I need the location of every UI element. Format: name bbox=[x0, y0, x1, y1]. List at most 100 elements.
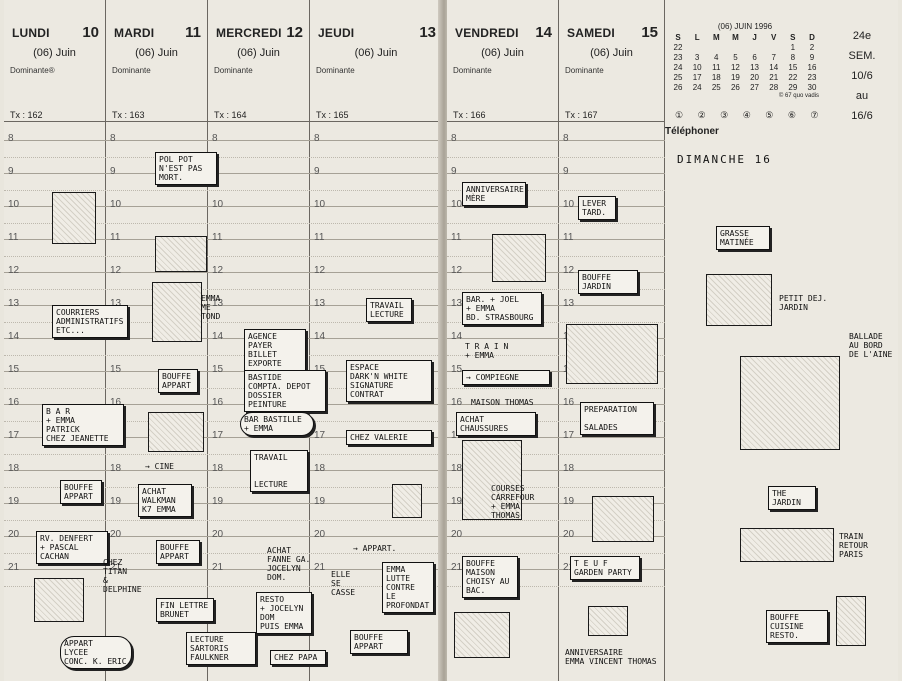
half-hour-line bbox=[447, 255, 665, 257]
hour-line bbox=[4, 371, 442, 372]
mini-calendar-cell: 13 bbox=[750, 63, 760, 72]
hour-line bbox=[4, 239, 442, 240]
hour-number: 11 bbox=[212, 232, 223, 243]
hour-number: 8 bbox=[8, 133, 14, 144]
note-denfert: RV. DENFERT + PASCAL CACHAN bbox=[36, 531, 108, 564]
hour-line bbox=[4, 569, 442, 570]
hour-number: 20 bbox=[563, 529, 575, 540]
mini-calendar-cell: 10 bbox=[692, 63, 702, 72]
week-au: au bbox=[855, 90, 869, 102]
week-to: 16/6 bbox=[851, 110, 873, 122]
mini-calendar-cell: 4 bbox=[714, 53, 719, 62]
hour-line bbox=[447, 206, 665, 207]
note-bouffe-appart-1: BOUFFE APPART bbox=[158, 369, 198, 393]
mini-calendar-cell: D bbox=[809, 33, 815, 42]
hour-number: 13 bbox=[314, 298, 326, 309]
half-hour-line bbox=[4, 552, 442, 554]
hour-number: 15 bbox=[8, 364, 20, 375]
hour-number: 19 bbox=[110, 496, 122, 507]
day-number: 15 bbox=[641, 24, 658, 41]
note-anniversaire-mere: ANNIVERSAIRE MÈRE bbox=[462, 182, 526, 206]
note-emma-lutte: EMMA LUTTE CONTRE LE PROFONDAT bbox=[382, 562, 434, 613]
hour-number: 16 bbox=[110, 397, 122, 408]
day-name: MERCREDI bbox=[216, 26, 282, 40]
hour-number: 20 bbox=[212, 529, 224, 540]
hour-number: 10 bbox=[110, 199, 122, 210]
hour-number: 19 bbox=[8, 496, 20, 507]
right-page: VENDREDI 14 (06) Juin Dominante Tx : 166… bbox=[446, 0, 898, 681]
dominante-label: Dominante bbox=[112, 66, 151, 75]
sketch-computer bbox=[148, 412, 204, 452]
week-number: 24e bbox=[852, 30, 872, 42]
day-number: 11 bbox=[185, 24, 201, 41]
mini-calendar-cell: 25 bbox=[673, 73, 683, 82]
day-number: 14 bbox=[535, 24, 552, 41]
hour-line bbox=[447, 272, 665, 273]
hour-number: 8 bbox=[563, 133, 569, 144]
day-month: (06) Juin bbox=[237, 47, 280, 59]
hour-number: 12 bbox=[314, 265, 326, 276]
note-preparation: PREPARATION SALADES bbox=[580, 402, 654, 435]
sketch-bookshelf bbox=[392, 484, 422, 518]
hour-number: 15 bbox=[314, 364, 325, 375]
mini-calendar-cell: 24 bbox=[673, 63, 683, 72]
mini-calendar-cell: 2 bbox=[809, 43, 815, 52]
mini-calendar-cell: 14 bbox=[769, 63, 779, 72]
hour-line bbox=[4, 206, 442, 207]
mini-calendar-cell: 23 bbox=[673, 53, 683, 62]
half-hour-line bbox=[4, 486, 442, 488]
hour-line bbox=[4, 305, 442, 306]
hour-number: 11 bbox=[8, 232, 19, 243]
mini-calendar-cell: 8 bbox=[790, 53, 796, 62]
hour-number: 17 bbox=[212, 430, 224, 441]
day-header: SAMEDI 15 (06) Juin Dominante Tx : 167 bbox=[559, 0, 664, 122]
week-from: 10/6 bbox=[851, 70, 873, 82]
hour-number: 13 bbox=[212, 298, 224, 309]
hour-number: 13 bbox=[563, 298, 575, 309]
mini-calendar-cell: 11 bbox=[712, 63, 721, 72]
mini-calendar-cell: 15 bbox=[788, 63, 798, 72]
note-lycee: APPART LYCEE CONC. K. ERIC bbox=[60, 636, 132, 669]
note-achat-mezzo: ACHAT FANNE GA. JOCELYN DOM. bbox=[267, 546, 311, 582]
half-hour-line bbox=[4, 255, 442, 257]
sketch-euro-bill bbox=[592, 496, 654, 542]
hour-line bbox=[447, 305, 665, 306]
sketch-caddie bbox=[462, 440, 522, 520]
note-bouffe-jardin: BOUFFE JARDIN bbox=[578, 270, 638, 294]
sketch-riverbank bbox=[740, 356, 840, 450]
sketch-breakfast bbox=[492, 234, 546, 282]
half-hour-line bbox=[4, 519, 442, 521]
half-hour-line bbox=[447, 387, 665, 389]
hour-number: 11 bbox=[451, 232, 462, 243]
day-number: 13 bbox=[419, 24, 436, 41]
half-hour-line bbox=[4, 387, 442, 389]
note-teuf: T E U F GARDEN PARTY bbox=[570, 556, 640, 580]
note-achat-chaussures: ACHAT CHAUSSURES bbox=[456, 412, 536, 436]
note-bar-bastille: BAR BASTILLE + EMMA bbox=[240, 412, 314, 436]
note-courriers: COURRIERS ADMINISTRATIFS ETC... bbox=[52, 305, 128, 338]
day-name: JEUDI bbox=[318, 26, 355, 40]
day-month: (06) Juin bbox=[33, 47, 76, 59]
hour-number: 12 bbox=[110, 265, 122, 276]
note-bastide: BASTIDE COMPTA. DEPOT DOSSIER PEINTURE bbox=[244, 370, 326, 412]
hour-number: 18 bbox=[314, 463, 326, 474]
note-travail-lecture-1: TRAVAIL LECTURE bbox=[366, 298, 412, 322]
hour-number: 16 bbox=[8, 397, 20, 408]
half-hour-line bbox=[447, 486, 665, 488]
hour-number: 16 bbox=[451, 397, 463, 408]
hour-number: 17 bbox=[314, 430, 326, 441]
hour-line bbox=[447, 437, 665, 438]
day-month: (06) Juin bbox=[135, 47, 178, 59]
hour-number: 19 bbox=[314, 496, 326, 507]
hour-line bbox=[4, 536, 442, 537]
mini-calendar-cell: 7 bbox=[771, 53, 776, 62]
hour-number: 14 bbox=[314, 331, 326, 342]
hour-number: 9 bbox=[451, 166, 457, 177]
mini-calendar-cell: V bbox=[771, 33, 777, 42]
half-hour-line bbox=[4, 222, 442, 224]
mini-calendar-cell: 28 bbox=[769, 83, 779, 92]
mini-calendar-title: (06) JUIN 1996 bbox=[717, 22, 773, 31]
